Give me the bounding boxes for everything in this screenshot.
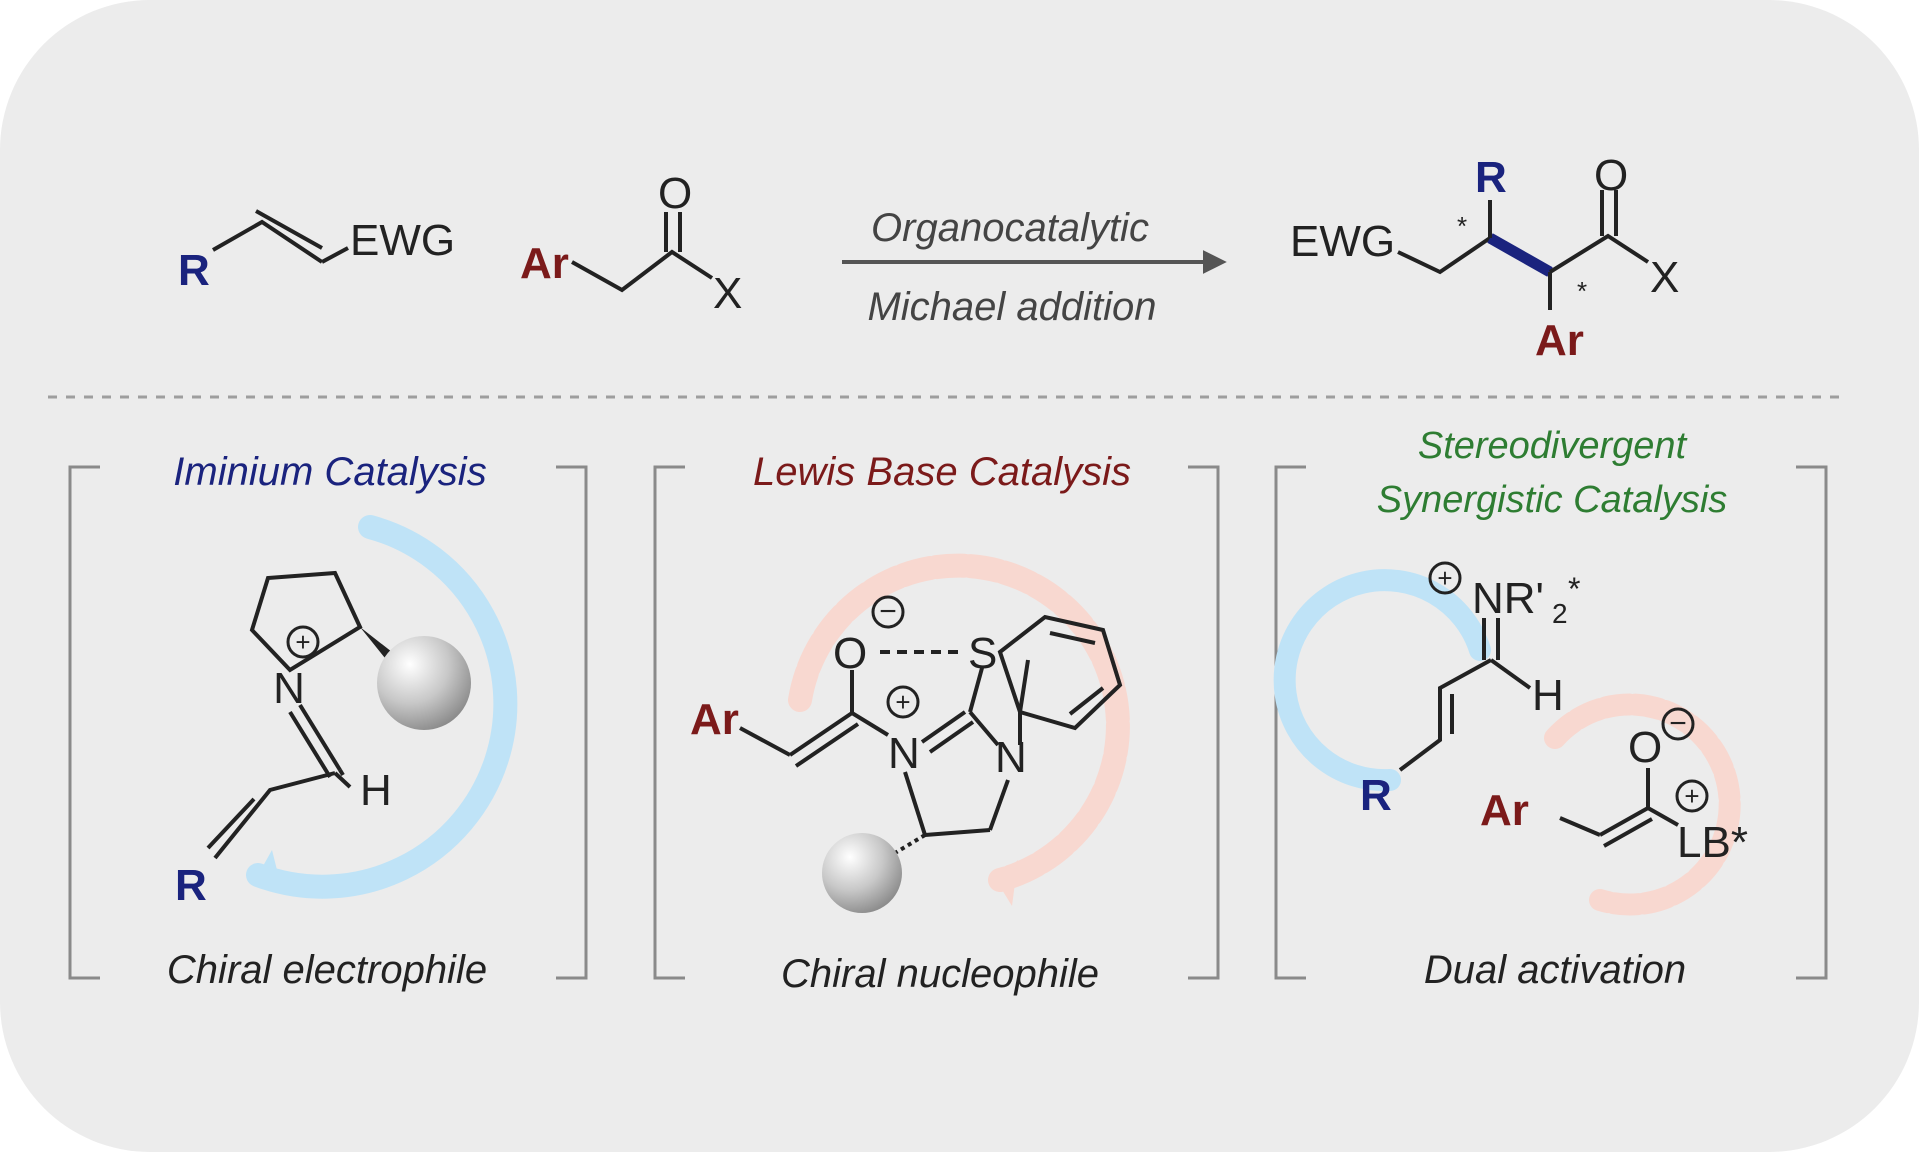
synergistic-pink-cycle [1544,693,1741,916]
iminium-hydrogen: H [360,766,392,815]
substrate-michael-acceptor: R EWG [178,209,455,295]
synergistic-plus-2: + [1684,781,1699,811]
synergistic-aryl: Ar [1480,786,1529,835]
lewis-chiral-ball [822,833,902,913]
ewg-label: EWG [350,216,455,265]
lewis-aryl: Ar [690,695,739,744]
synergistic-plus-1: + [1437,563,1452,593]
synergistic-lewis-base: LB* [1677,818,1748,867]
synergistic-blue-cycle [1273,569,1491,792]
product-x: X [1650,253,1679,302]
lewis-base-title: Lewis Base Catalysis [753,450,1131,494]
iminium-charge-plus: + [295,627,310,657]
synergistic-hydrogen: H [1532,671,1564,720]
lewis-cycle-arrow [788,553,1130,892]
oxygen-label: O [658,169,692,218]
substituent-r: R [178,246,210,295]
substrate-aryl-acetyl: Ar O X [520,169,742,318]
panel-iminium: Iminium Catalysis N + H R Chiral electro… [68,450,588,992]
iminium-title: Iminium Catalysis [173,450,486,494]
product-ewg: EWG [1290,217,1395,266]
product-r: R [1475,153,1507,202]
product-ar: Ar [1535,316,1584,365]
synergistic-title-line1: Stereodivergent [1418,425,1688,467]
panel-synergistic: Stereodivergent Synergistic Catalysis + … [1273,425,1828,992]
reaction-scheme: R EWG Ar O X Organocatalytic Michael add… [178,151,1679,365]
aryl-label: Ar [520,239,569,288]
lewis-caption: Chiral nucleophile [781,952,1099,996]
synergistic-nr: NR' [1472,574,1544,623]
lewis-minus: − [879,595,897,628]
lewis-nitrogen-acyl: N [888,729,920,778]
product-structure: EWG R O X Ar * * [1290,151,1679,365]
synergistic-r: R [1360,771,1392,820]
panel-lewis-base: Lewis Base Catalysis Ar O − N + S N [653,450,1220,996]
synergistic-nr-star: * [1568,571,1580,607]
synergistic-nr-subscript: 2 [1552,598,1568,629]
iminium-r: R [175,861,207,910]
stereocenter-marker-2: * [1577,276,1587,306]
iminium-caption: Chiral electrophile [167,948,487,992]
reaction-arrow: Organocatalytic Michael addition [842,206,1227,329]
iminium-cycle-arrow [246,515,518,899]
arrow-label-top: Organocatalytic [871,206,1149,250]
stereocenter-marker-1: * [1457,211,1467,241]
product-oxygen: O [1594,151,1628,200]
lewis-oxygen: O [833,629,867,678]
leaving-group-x: X [713,269,742,318]
lewis-nitrogen-ring: N [995,733,1027,782]
iminium-nitrogen: N [273,664,305,713]
arrow-label-bottom: Michael addition [867,285,1156,329]
synergistic-oxygen: O [1628,723,1662,772]
iminium-charge-circle [286,625,320,659]
chiral-auxiliary-ball [377,636,471,730]
synergistic-title-line2: Synergistic Catalysis [1377,479,1728,521]
synergistic-caption: Dual activation [1424,948,1686,992]
synergistic-minus: − [1669,707,1687,740]
lewis-plus: + [895,687,910,717]
